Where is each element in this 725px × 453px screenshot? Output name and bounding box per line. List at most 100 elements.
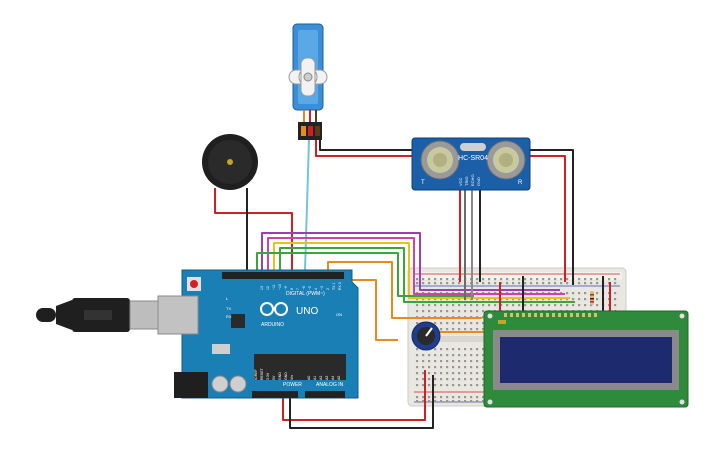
breadboard-hole xyxy=(566,292,569,295)
breadboard-hole xyxy=(512,304,515,307)
pin-label: ~6 xyxy=(302,286,306,290)
breadboard-hole xyxy=(452,384,455,387)
breadboard-hole xyxy=(464,360,467,363)
breadboard-hole xyxy=(416,360,419,363)
breadboard-hole xyxy=(422,304,425,307)
pin-label: A4 xyxy=(331,376,335,380)
breadboard-hole xyxy=(590,304,593,307)
breadboard-hole xyxy=(482,278,485,281)
breadboard-hole xyxy=(494,298,497,301)
power-header xyxy=(252,391,298,398)
breadboard-hole xyxy=(470,378,473,381)
breadboard-hole xyxy=(458,396,461,399)
breadboard-hole xyxy=(458,328,461,331)
breadboard-hole xyxy=(578,298,581,301)
pin-label: ~11 xyxy=(272,284,276,290)
pin-label: 2 xyxy=(326,288,330,290)
pin-label: RX 0 xyxy=(338,282,342,290)
pin-label: GND xyxy=(284,372,288,380)
breadboard-hole xyxy=(416,322,419,325)
breadboard-hole xyxy=(512,298,515,301)
breadboard-hole xyxy=(542,298,545,301)
wire-servo-signal xyxy=(304,139,310,271)
breadboard-hole xyxy=(584,298,587,301)
pin-label: ~5 xyxy=(308,286,312,290)
breadboard-hole xyxy=(476,304,479,307)
breadboard-hole xyxy=(524,282,527,285)
lcd-pin xyxy=(540,313,543,317)
breadboard-hole xyxy=(560,282,563,285)
tx-label: TX xyxy=(226,306,231,311)
breadboard-hole xyxy=(440,372,443,375)
breadboard-hole xyxy=(572,292,575,295)
breadboard-hole xyxy=(524,304,527,307)
pin-label: 3.3V xyxy=(266,372,270,380)
breadboard-hole xyxy=(554,278,557,281)
pin-label: A2 xyxy=(319,376,323,380)
breadboard-hole xyxy=(440,322,443,325)
breadboard-hole xyxy=(506,298,509,301)
breadboard-hole xyxy=(506,278,509,281)
breadboard-hole xyxy=(434,298,437,301)
breadboard-hole xyxy=(596,298,599,301)
breadboard-hole xyxy=(470,396,473,399)
breadboard-hole xyxy=(458,304,461,307)
breadboard-hole xyxy=(470,360,473,363)
pin-label: 5V xyxy=(272,375,276,380)
breadboard-hole xyxy=(434,304,437,307)
breadboard-hole xyxy=(476,348,479,351)
breadboard-hole xyxy=(524,278,527,281)
breadboard-hole xyxy=(500,304,503,307)
servo-motor xyxy=(288,23,328,140)
breadboard-hole xyxy=(416,354,419,357)
breadboard-hole xyxy=(464,400,467,403)
breadboard-hole xyxy=(458,400,461,403)
pin-label: A5 xyxy=(337,376,341,380)
breadboard-hole xyxy=(560,278,563,281)
breadboard-hole xyxy=(494,278,497,281)
breadboard-hole xyxy=(434,384,437,387)
breadboard-hole xyxy=(488,278,491,281)
breadboard-hole xyxy=(566,282,569,285)
breadboard-hole xyxy=(422,310,425,313)
breadboard-hole xyxy=(446,322,449,325)
breadboard-hole xyxy=(536,298,539,301)
lcd-pin xyxy=(510,313,513,317)
wire-servo-ground xyxy=(319,140,418,151)
potentiometer xyxy=(411,321,441,351)
breadboard-hole xyxy=(476,378,479,381)
breadboard-hole xyxy=(458,378,461,381)
breadboard-hole xyxy=(458,282,461,285)
breadboard-hole xyxy=(428,366,431,369)
breadboard-hole xyxy=(482,384,485,387)
breadboard-hole xyxy=(506,304,509,307)
breadboard-hole xyxy=(446,304,449,307)
breadboard-hole xyxy=(428,282,431,285)
breadboard-hole xyxy=(440,348,443,351)
pin-label: RESET xyxy=(260,367,264,380)
lcd-pin xyxy=(516,313,519,317)
breadboard-hole xyxy=(542,282,545,285)
breadboard-hole xyxy=(482,396,485,399)
breadboard-hole xyxy=(452,372,455,375)
breadboard-hole xyxy=(536,278,539,281)
breadboard-hole xyxy=(470,354,473,357)
wire-green xyxy=(279,247,575,303)
breadboard-hole xyxy=(428,372,431,375)
breadboard-hole xyxy=(494,282,497,285)
breadboard-hole xyxy=(614,304,617,307)
breadboard-hole xyxy=(446,396,449,399)
breadboard-hole xyxy=(452,378,455,381)
breadboard-hole xyxy=(542,304,545,307)
breadboard-hole xyxy=(596,278,599,281)
breadboard-hole xyxy=(416,400,419,403)
pin-label: TX 1 xyxy=(332,283,336,290)
breadboard-hole xyxy=(500,282,503,285)
breadboard-hole xyxy=(452,396,455,399)
arduino-logo xyxy=(260,302,288,316)
breadboard-hole xyxy=(482,400,485,403)
breadboard-hole xyxy=(434,310,437,313)
breadboard-hole xyxy=(452,328,455,331)
breadboard-hole xyxy=(434,396,437,399)
